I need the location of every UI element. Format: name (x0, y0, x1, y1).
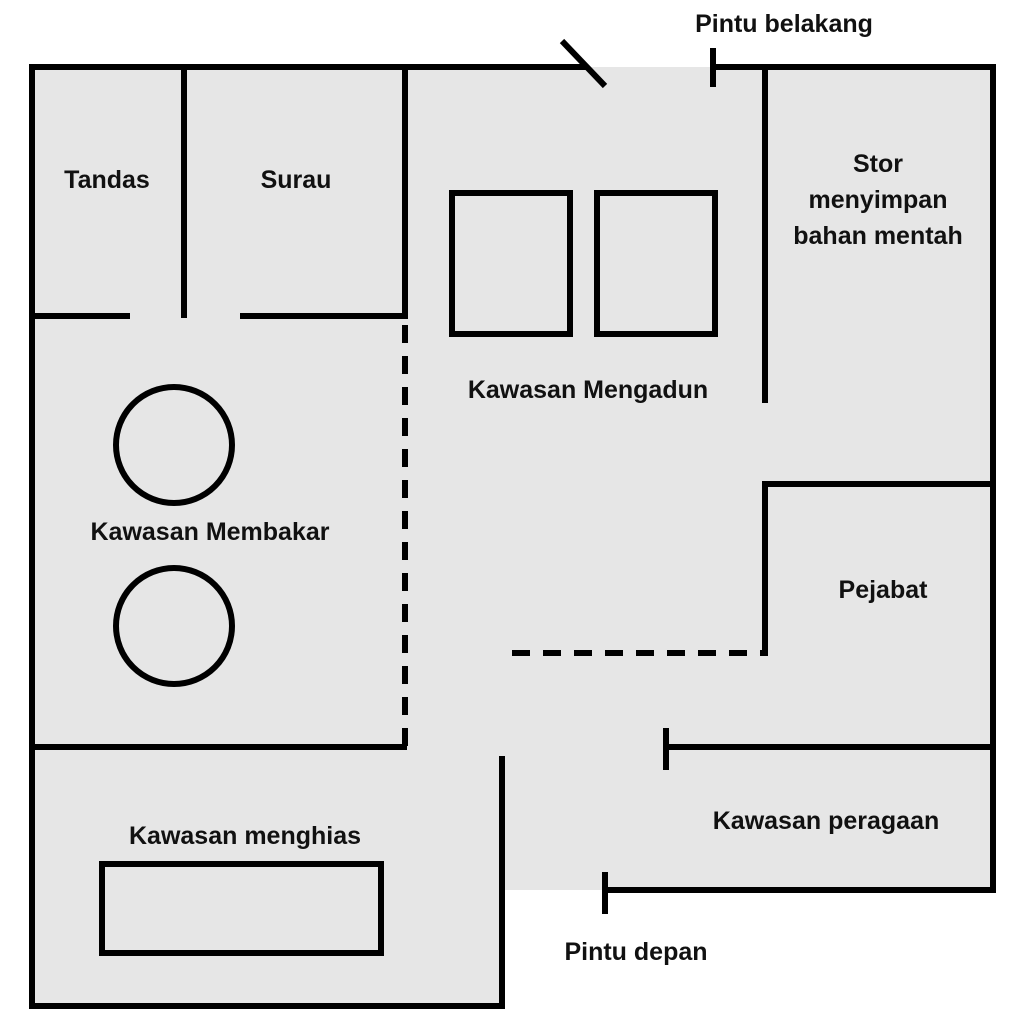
oven-bottom (113, 565, 235, 687)
floor-main (32, 67, 990, 748)
decorating-table (99, 861, 384, 956)
room-labels: Tandas Surau Stor menyimpan bahan mentah… (64, 10, 963, 966)
label-prayer-room: Surau (261, 166, 332, 194)
oven-top (113, 384, 235, 506)
label-display-area: Kawasan peragaan (713, 807, 940, 835)
floor-center-lower (502, 748, 990, 890)
label-back-door: Pintu belakang (695, 10, 873, 38)
floor-areas (32, 67, 990, 1006)
label-storage-line-1: Stor (853, 150, 903, 178)
walls (29, 64, 996, 1009)
label-storage-line-2: menyimpan (809, 186, 948, 214)
label-office: Pejabat (839, 576, 929, 604)
label-baking-area: Kawasan Membakar (90, 518, 329, 546)
doors (559, 38, 716, 914)
label-decorating-area: Kawasan menghias (129, 822, 361, 850)
partitions (402, 325, 765, 752)
label-storage-line-3: bahan mentah (793, 222, 962, 250)
label-toilet: Tandas (64, 166, 150, 194)
wall-top-right (713, 64, 996, 893)
mixing-table-right (594, 190, 718, 337)
mixing-table-left (449, 190, 573, 337)
wall-outer-left (29, 64, 505, 1009)
furniture (99, 190, 718, 956)
back-door-leaf (559, 38, 608, 89)
floor-decorating (32, 748, 502, 1006)
label-mixing-area: Kawasan Mengadun (468, 376, 708, 404)
label-front-door: Pintu depan (564, 938, 707, 966)
